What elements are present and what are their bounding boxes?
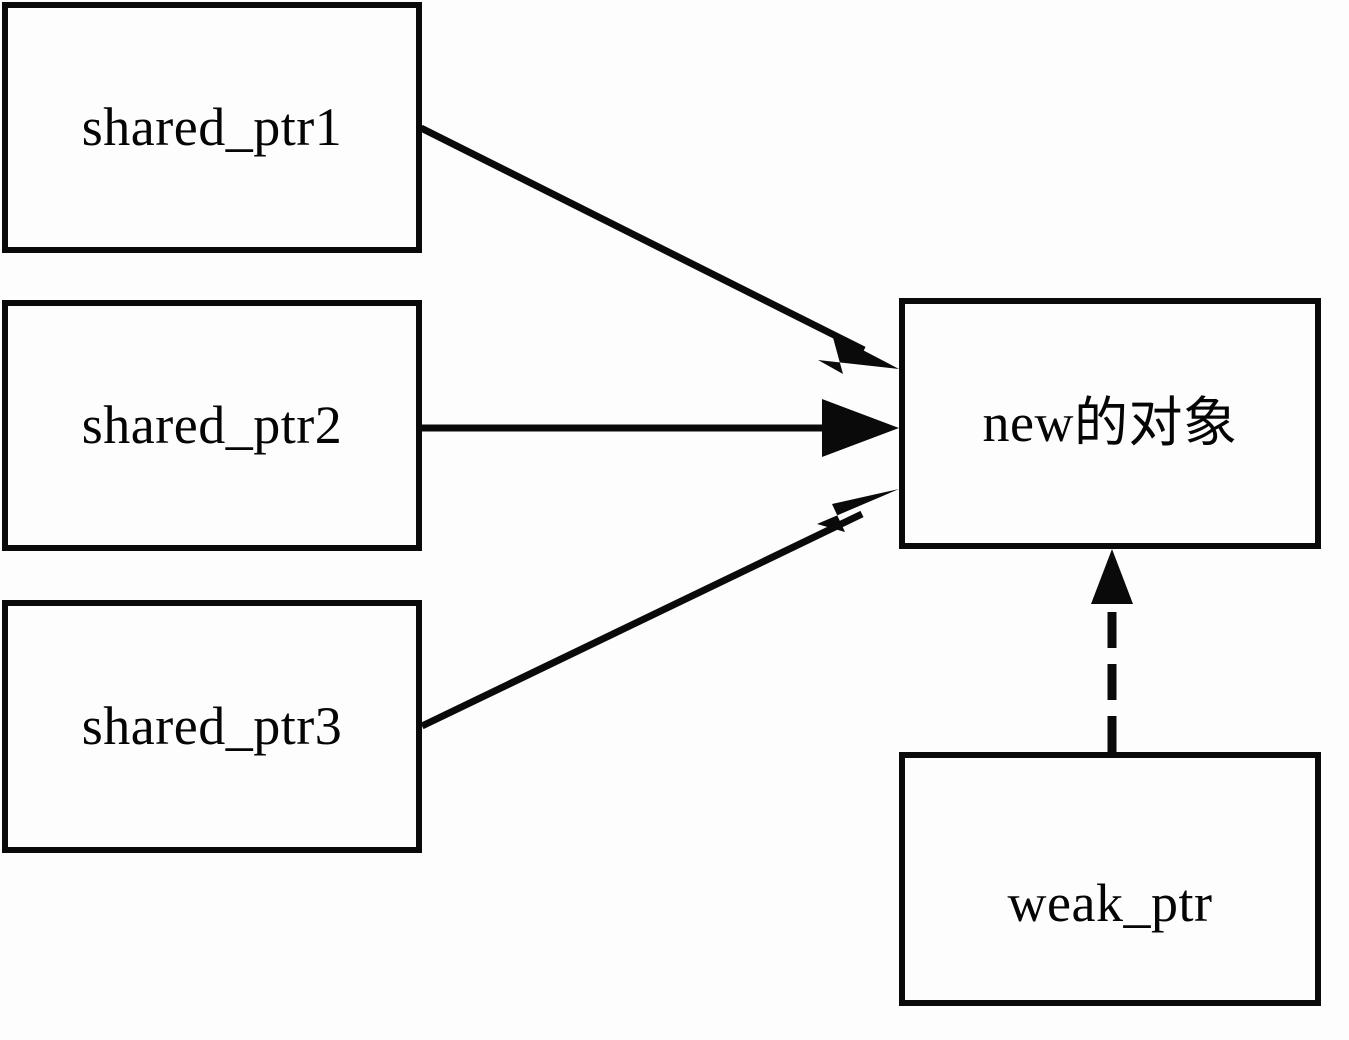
arrow-head-icon	[1091, 549, 1133, 604]
node-shared-ptr2-label: shared_ptr2	[81, 395, 343, 456]
arrow-head-icon	[818, 334, 899, 374]
edge-shared-ptr2-to-new-object	[421, 399, 899, 457]
node-new-object[interactable]: new的对象	[899, 298, 1321, 549]
edge-weak-ptr-to-new-object	[1091, 549, 1133, 752]
node-shared-ptr1[interactable]: shared_ptr1	[2, 2, 422, 253]
node-shared-ptr3[interactable]: shared_ptr3	[2, 600, 422, 853]
edge-line	[420, 510, 864, 730]
node-shared-ptr2[interactable]: shared_ptr2	[2, 300, 422, 551]
edge-line	[419, 124, 866, 354]
arrow-head-icon	[822, 399, 899, 457]
node-weak-ptr[interactable]: weak_ptr	[899, 752, 1321, 1006]
node-weak-ptr-label: weak_ptr	[1007, 873, 1213, 934]
edge-shared-ptr3-to-new-object	[420, 489, 899, 730]
node-new-object-label: new的对象	[982, 393, 1238, 454]
node-shared-ptr3-label: shared_ptr3	[81, 696, 343, 757]
edge-shared-ptr1-to-new-object	[419, 124, 899, 374]
arrow-head-icon	[817, 489, 899, 532]
node-shared-ptr1-label: shared_ptr1	[81, 97, 343, 158]
